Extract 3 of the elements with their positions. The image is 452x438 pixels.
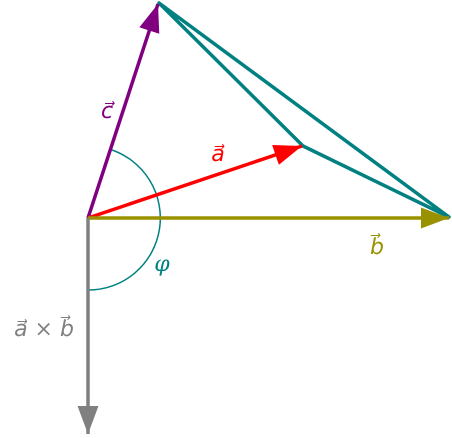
vector-label: c⃗: [100, 101, 114, 123]
angle-label: φ: [154, 254, 170, 276]
vector-label: a⃗: [211, 144, 225, 166]
